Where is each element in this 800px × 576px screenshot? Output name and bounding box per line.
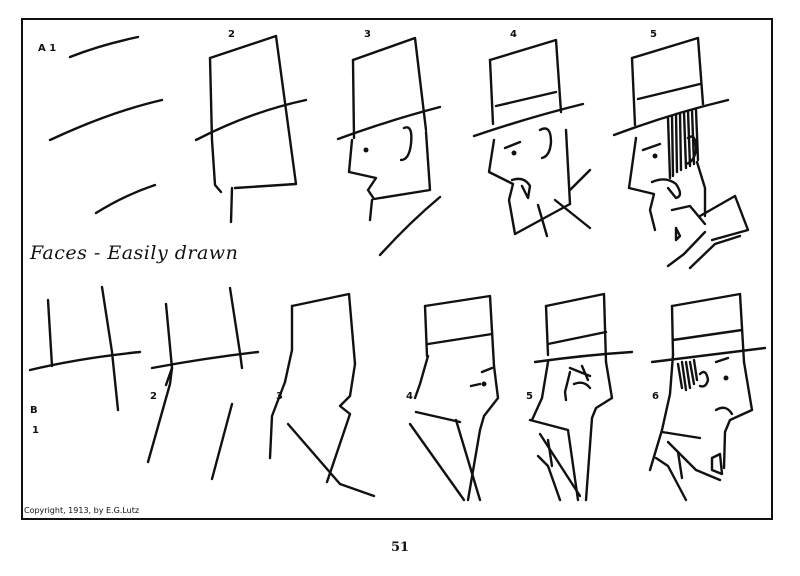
row-a-step-1	[48, 35, 164, 215]
row-a-step-2	[194, 34, 308, 224]
plate-caption: Faces - Easily drawn	[30, 242, 239, 264]
step-label-a2: 2	[228, 29, 235, 40]
row-b-step-6	[648, 292, 767, 502]
row-a-step-5	[612, 36, 750, 270]
row-b-step-4	[408, 294, 500, 502]
row-b-label: B	[30, 405, 38, 416]
step-label-a3: 3	[364, 29, 371, 40]
page-number: 51	[390, 540, 410, 555]
row-b-step-3	[268, 292, 376, 498]
row-b-step-1	[28, 285, 142, 412]
row-a-step-4	[472, 38, 592, 238]
row-a-label: A 1	[38, 43, 57, 54]
step-label-a4: 4	[510, 29, 517, 40]
row-b-step-5	[528, 292, 634, 502]
copyright-notice: Copyright, 1913, by E.G.Lutz	[24, 506, 140, 515]
step-label-b5: 5	[526, 391, 533, 402]
step-label-b2: 2	[150, 391, 157, 402]
step-label-b6: 6	[652, 391, 659, 402]
step-label-b3: 3	[276, 391, 283, 402]
step-label-b4: 4	[406, 391, 413, 402]
step-label-a5: 5	[650, 29, 657, 40]
row-a-step-3	[336, 36, 442, 257]
illustration-plate	[21, 18, 773, 520]
row-b-sublabel: 1	[32, 425, 39, 436]
row-b-step-2	[146, 286, 260, 481]
